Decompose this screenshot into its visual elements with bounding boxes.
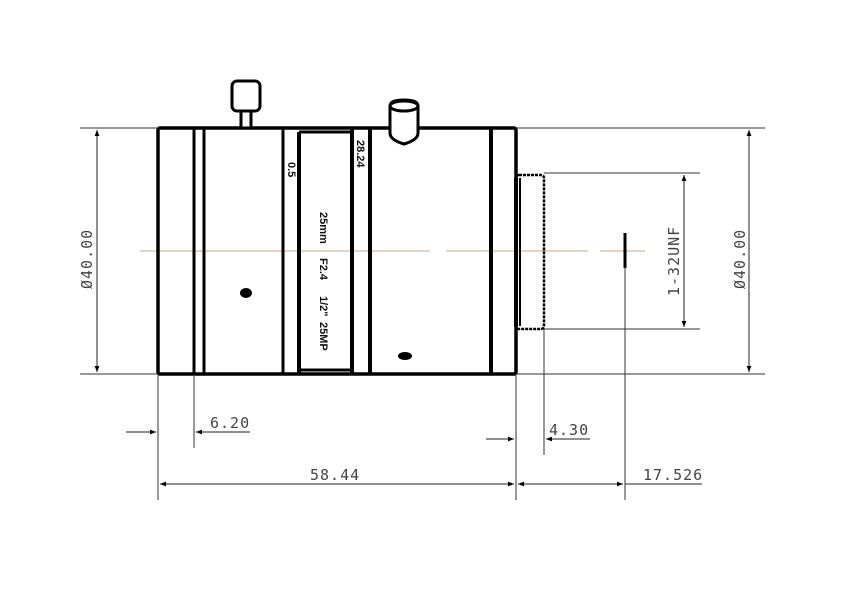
dim-left-diameter: Ø40.00 <box>78 229 96 289</box>
dim-front-ring-width: 6.20 <box>210 414 250 432</box>
dim-thread: 1-32UNF <box>665 226 683 296</box>
extension-lines <box>80 127 765 500</box>
dim-overall-length: 58.44 <box>310 466 360 484</box>
c-mount-thread <box>514 173 546 331</box>
dim-mount-depth: 4.30 <box>549 421 589 439</box>
engraving-aperture: F2.4 <box>317 258 329 281</box>
screw-hole-icon <box>240 288 252 298</box>
dim-flange-distance: 17.526 <box>643 466 703 484</box>
engraving-focal-length: 25mm <box>317 212 329 244</box>
engraving-resolution: 25MP <box>317 322 329 351</box>
dimension-lines <box>94 130 752 487</box>
dim-right-diameter: Ø40.00 <box>731 229 749 289</box>
engravings: 0.5 28.24 25mm F2.4 1/2" 25MP <box>285 140 366 351</box>
iris-lock-screw-icon <box>388 98 420 146</box>
engraving-focus-near: 0.5 <box>285 162 297 177</box>
lens-rings <box>192 128 493 374</box>
engraving-sensor: 1/2" <box>317 296 329 317</box>
focus-lock-screw-icon <box>230 79 262 130</box>
screw-hole-icon <box>398 352 412 360</box>
engraving-focus-far: 28.24 <box>354 140 366 168</box>
